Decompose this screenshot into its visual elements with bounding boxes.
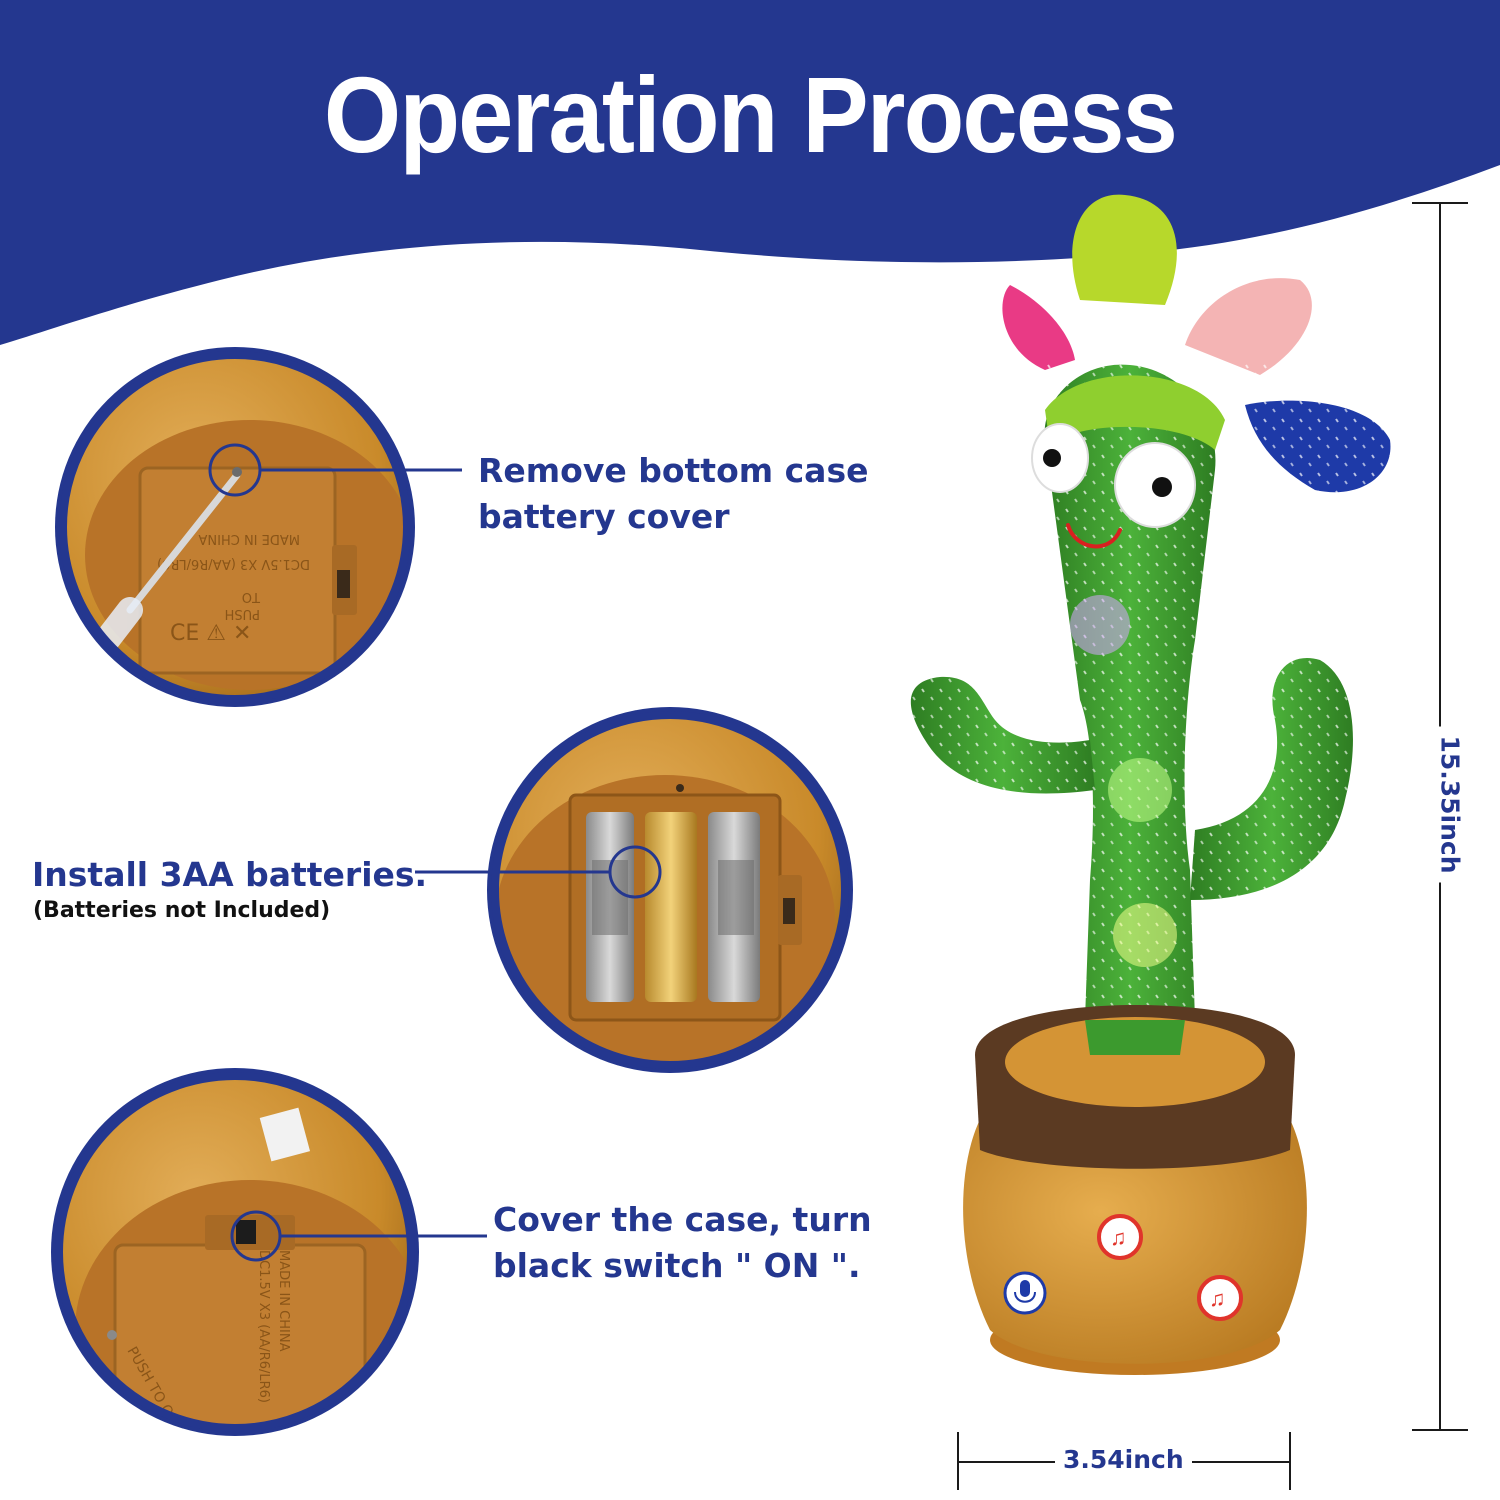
music-note-icon: ♫ <box>1197 1275 1243 1321</box>
print-made-in: MADE IN CHINA <box>198 531 300 546</box>
cactus-product: ♫ ♫ <box>900 194 1400 1375</box>
step2-photo <box>415 707 853 1073</box>
step3-line2: black switch " ON ". <box>493 1246 861 1285</box>
print-dc: DC1.5V X3 (AA/R6/LR6) <box>157 556 310 571</box>
step1-line2: battery cover <box>478 497 730 536</box>
width-label: 3.54inch <box>1055 1445 1192 1474</box>
step1-line1: Remove bottom case <box>478 451 869 490</box>
step3-label: Cover the case, turn black switch " ON "… <box>493 1197 872 1289</box>
svg-text:♫: ♫ <box>1209 1286 1226 1311</box>
step3-photo: MADE IN CHINA DC1.5V X3 (AA/R6/LR6) PUSH… <box>51 1068 487 1436</box>
print-push: PUSH <box>225 606 260 621</box>
step2-note: (Batteries not Included) <box>33 898 331 923</box>
step2-line1: Install 3AA batteries. <box>32 855 428 894</box>
svg-text:♫: ♫ <box>1110 1225 1127 1250</box>
music-plus-icon: ♫ <box>1097 1214 1143 1260</box>
print-to: TO <box>242 589 261 604</box>
step1-label: Remove bottom case battery cover <box>478 448 868 540</box>
svg-text:CE ⚠ ✕: CE ⚠ ✕ <box>170 621 251 646</box>
print-dc-3: DC1.5V X3 (AA/R6/LR6) <box>256 1250 271 1403</box>
step3-line1: Cover the case, turn <box>493 1200 872 1239</box>
height-label: 15.35inch <box>1435 726 1465 883</box>
header-banner <box>0 0 1500 345</box>
page-title: Operation Process <box>323 54 1178 175</box>
step2-label: Install 3AA batteries. <box>32 852 427 898</box>
step1-photo: PUSH TO DC1.5V X3 (AA/R6/LR6) MADE IN CH… <box>55 347 462 707</box>
microphone-icon <box>1003 1271 1047 1315</box>
print-made-in-3: MADE IN CHINA <box>276 1250 291 1352</box>
